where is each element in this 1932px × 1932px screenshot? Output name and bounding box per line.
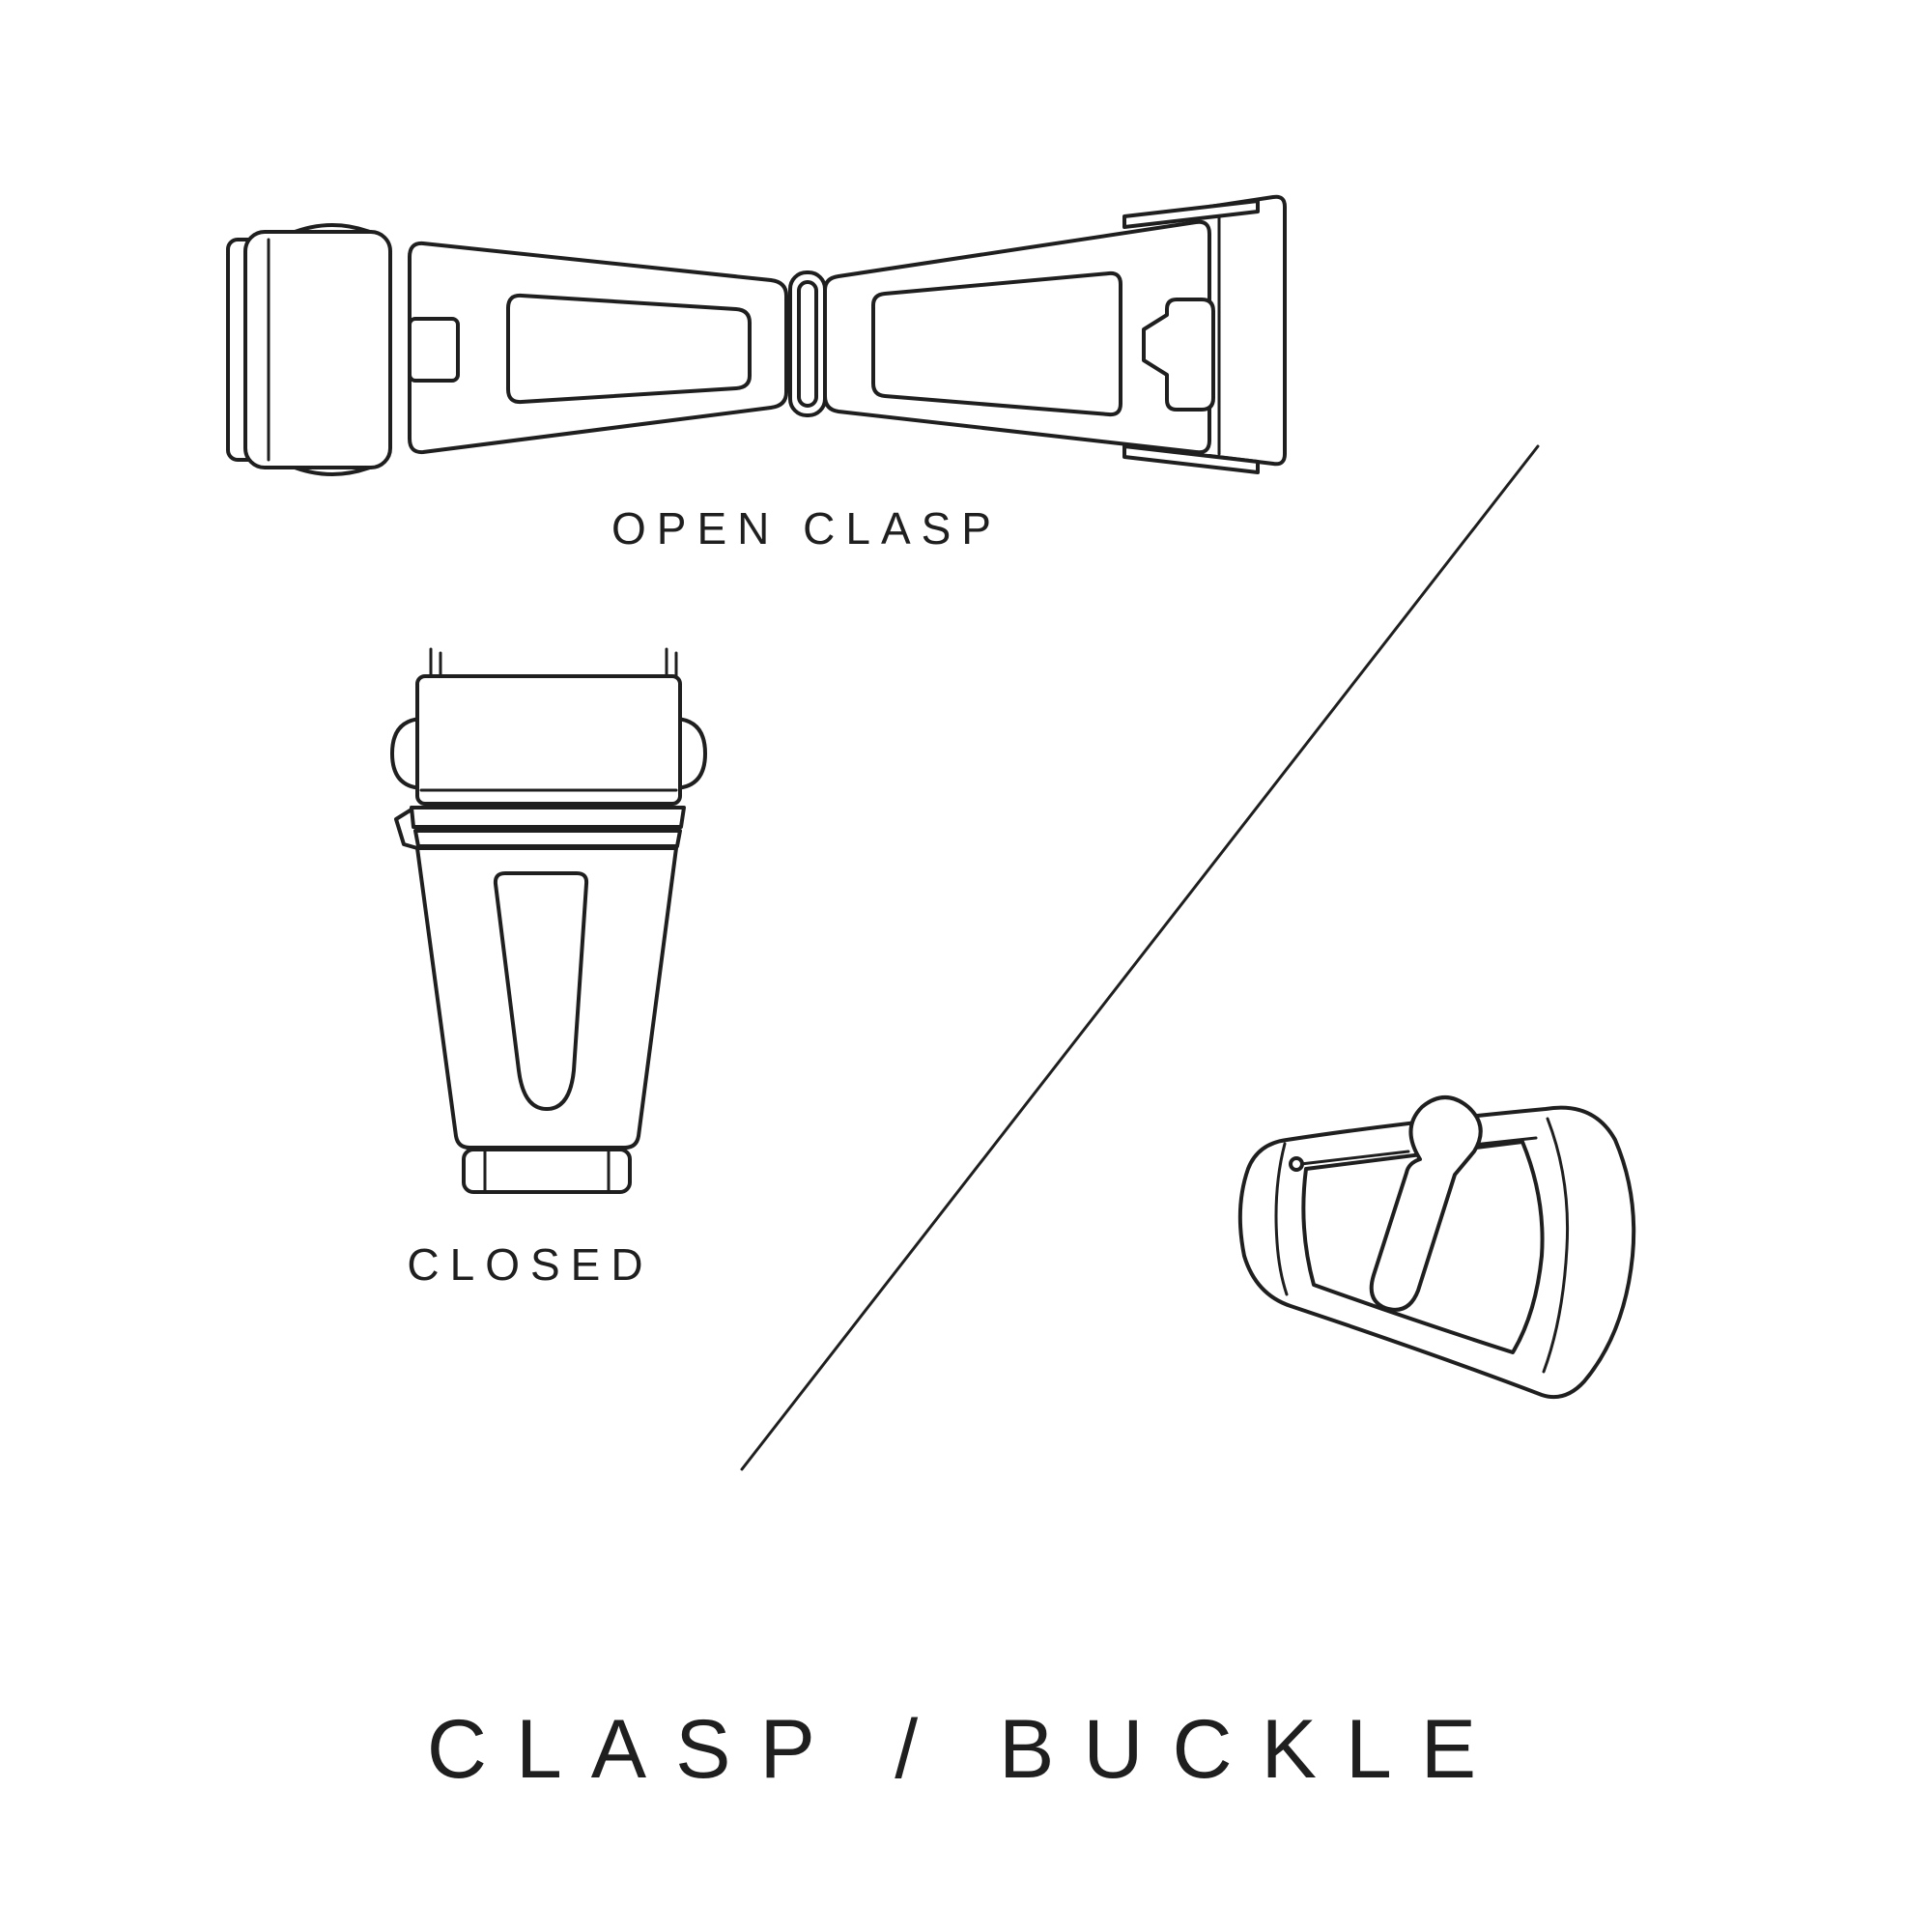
page-title: CLASP / BUCKLE: [426, 1703, 1506, 1796]
closed-clasp-illustration: [390, 647, 707, 1194]
closed-clasp-label: CLOSED: [407, 1239, 654, 1290]
open-clasp-illustration: [226, 194, 1287, 476]
tang-buckle-illustration: [1237, 1095, 1636, 1400]
open-clasp-label: OPEN CLASP: [611, 503, 1002, 554]
diagonal-divider-line: [740, 444, 1540, 1471]
